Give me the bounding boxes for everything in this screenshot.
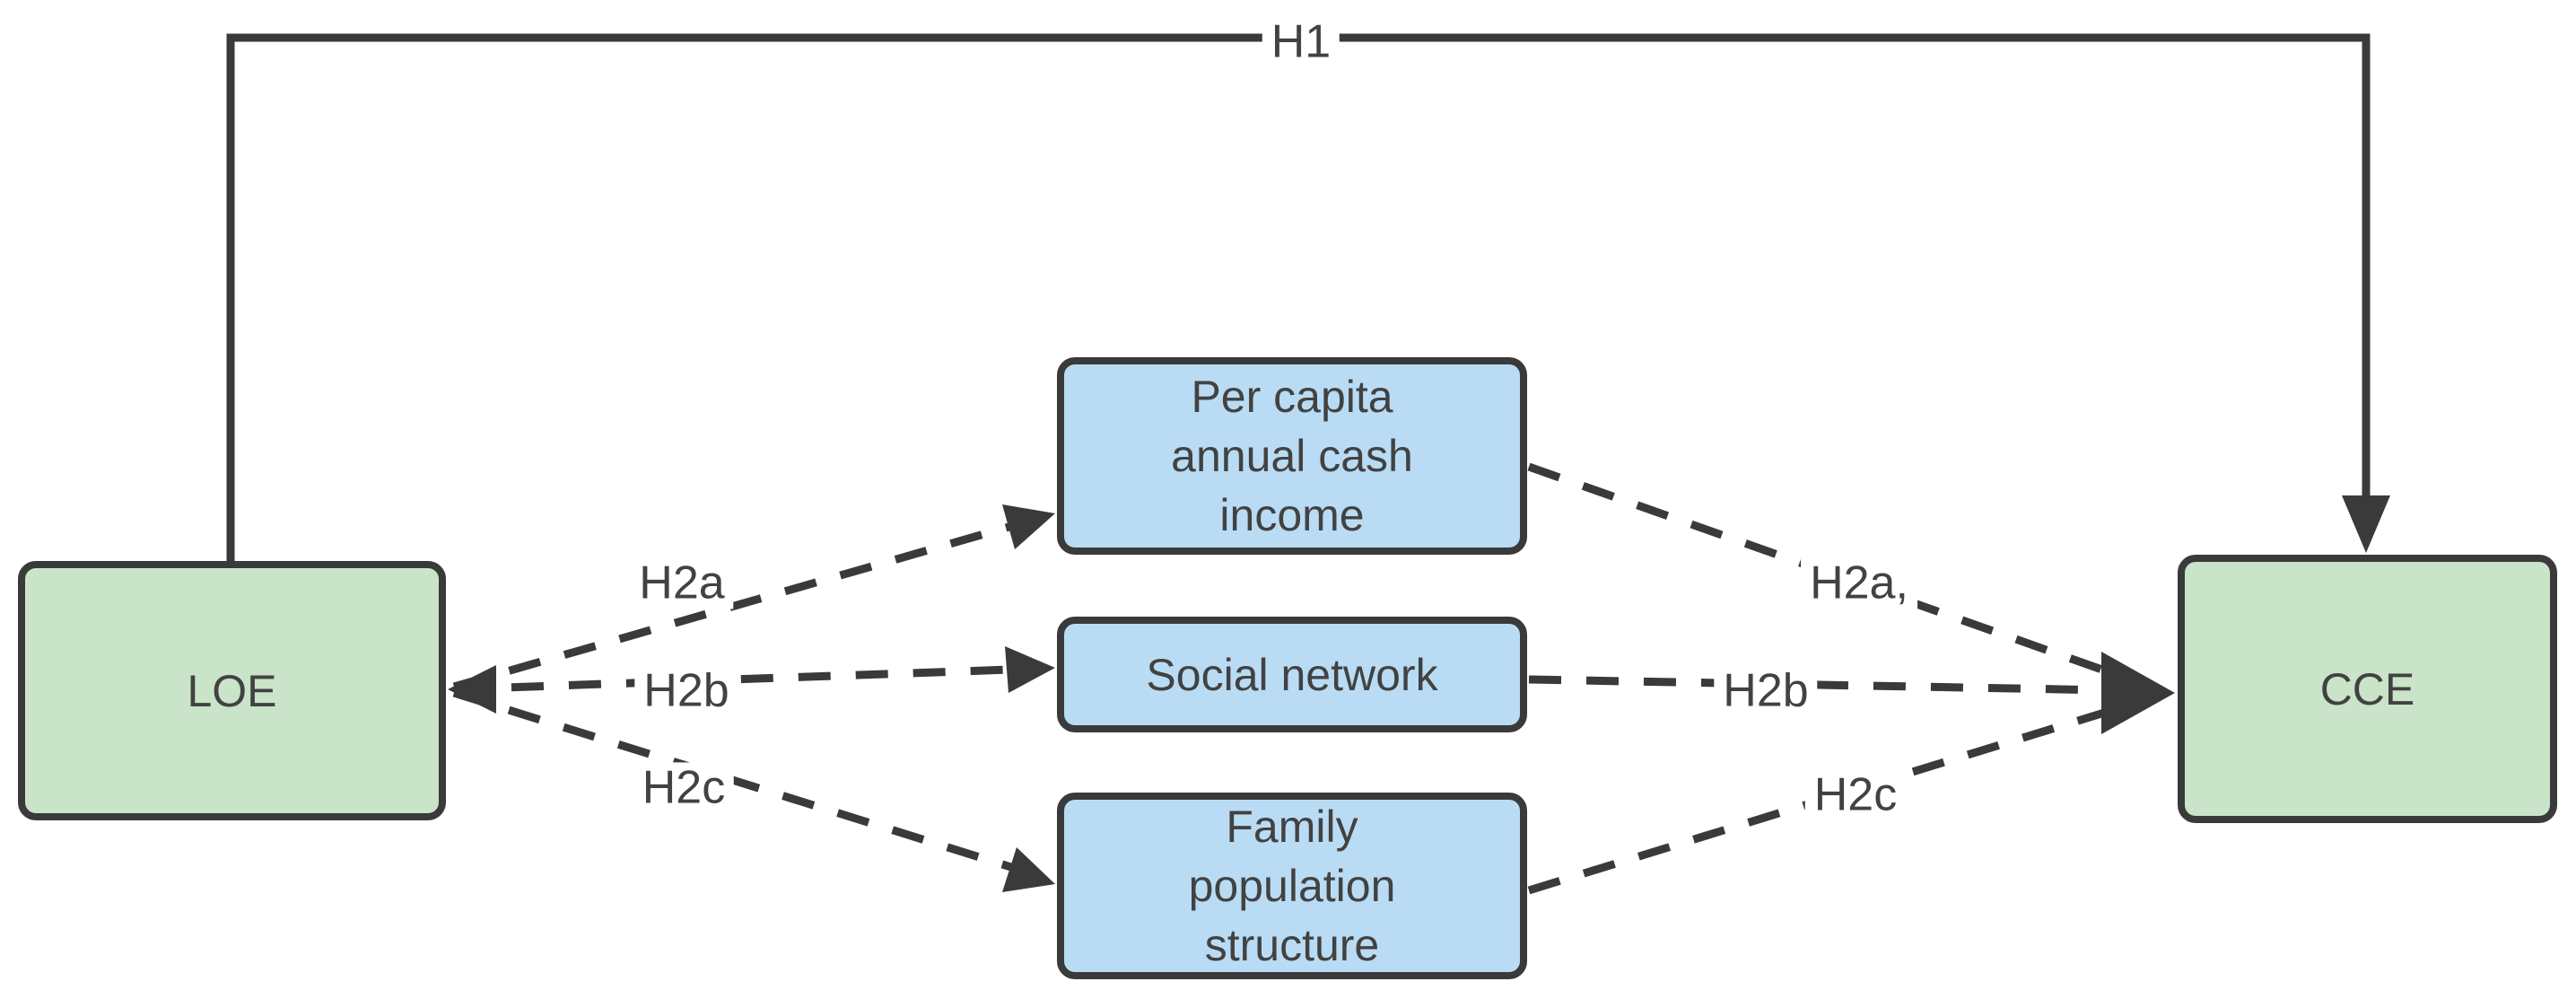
right-h2b-path-label: H2b — [1714, 665, 1818, 717]
income-arrowhead-icon — [1002, 504, 1055, 549]
node-cce: CCE — [2178, 555, 2557, 823]
node-family-population-structure: Family population structure — [1057, 793, 1527, 979]
loe-to-social-connector — [453, 665, 1011, 694]
node-social-network: Social network — [1057, 617, 1527, 732]
node-family-label: Family population structure — [1188, 802, 1396, 970]
left-h2b-path-label: H2b — [634, 665, 738, 717]
node-social-label: Social network — [1146, 649, 1438, 700]
h1-path-label: H1 — [1262, 16, 1340, 68]
node-income-label: Per capita annual cash income — [1171, 372, 1413, 540]
social-arrowhead-icon — [1005, 646, 1055, 693]
social-to-cce-connector — [1528, 675, 2111, 695]
node-loe: LOE — [18, 561, 446, 820]
node-per-capita-annual-cash-income: Per capita annual cash income — [1057, 357, 1527, 555]
right-h2a-path-label: H2a, — [1801, 557, 1917, 609]
family-arrowhead-icon — [1002, 847, 1055, 892]
cce-arrowhead-icon — [2101, 652, 2175, 734]
left-h2c-path-label: H2c — [633, 762, 735, 814]
h1-arrowhead-icon — [2342, 495, 2390, 553]
node-loe-label: LOE — [187, 665, 277, 716]
node-cce-label: CCE — [2319, 663, 2415, 714]
right-h2c-path-label: H2c — [1804, 769, 1907, 821]
left-h2a-path-label: H2a — [630, 557, 734, 609]
